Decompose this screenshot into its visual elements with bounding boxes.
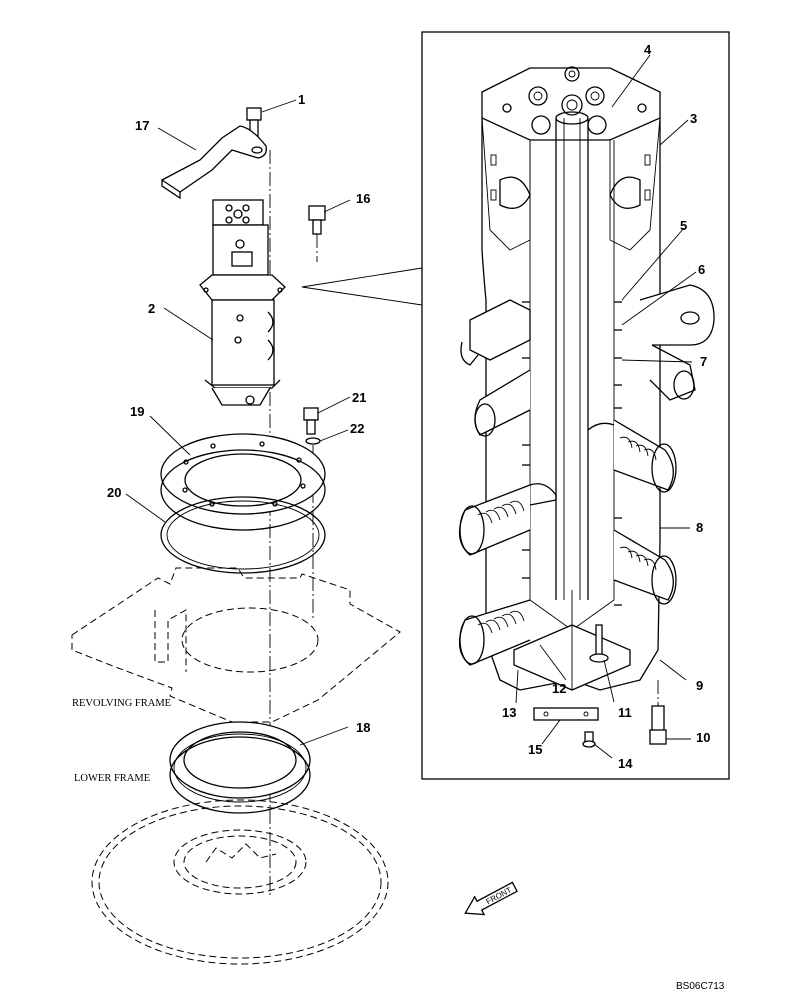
callout-10: 10 xyxy=(696,730,710,745)
callout-1: 1 xyxy=(298,92,305,107)
callout-5: 5 xyxy=(680,218,687,233)
part-14-screw xyxy=(582,731,596,748)
part-1-bolt xyxy=(246,107,262,139)
callout-8: 8 xyxy=(696,520,703,535)
detail-view-frame xyxy=(421,31,730,780)
callout-4: 4 xyxy=(644,42,652,57)
callout-12: 12 xyxy=(552,681,566,696)
drawing-code-label: BS06C713 xyxy=(676,981,725,992)
lower-frame-label: LOWER FRAME xyxy=(74,773,150,784)
part-21-bolt xyxy=(303,407,319,435)
callout-11: 11 xyxy=(618,705,632,720)
callout-17: 17 xyxy=(135,118,149,133)
callout-21: 21 xyxy=(352,390,366,405)
part-19-ring-plate xyxy=(160,433,326,531)
front-direction-arrow: FRONT xyxy=(464,881,518,916)
callout-18: 18 xyxy=(356,720,370,735)
callout-14: 14 xyxy=(618,756,633,771)
callout-15: 15 xyxy=(528,742,542,757)
callout-20: 20 xyxy=(107,485,121,500)
callout-19: 19 xyxy=(130,404,144,419)
callout-7: 7 xyxy=(700,354,707,369)
detail-pointer-lines xyxy=(301,267,423,306)
lower-frame-outline xyxy=(91,799,389,965)
part-18-bearing-ring xyxy=(169,721,311,814)
swivel-body-cutaway xyxy=(458,66,715,691)
callout-22: 22 xyxy=(350,421,364,436)
callout-2: 2 xyxy=(148,301,155,316)
callout-numbers: 1 17 16 2 21 19 22 20 18 4 3 5 6 7 8 9 1… xyxy=(107,42,710,771)
callout-9: 9 xyxy=(696,678,703,693)
part-10-bolt xyxy=(649,680,667,745)
part-20-shim xyxy=(160,496,326,574)
callout-16: 16 xyxy=(356,191,370,206)
part-2-swivel-joint xyxy=(199,199,286,406)
part-16-bolt xyxy=(308,205,326,262)
callout-3: 3 xyxy=(690,111,697,126)
part-17-stopper xyxy=(160,125,267,200)
callout-13: 13 xyxy=(502,705,516,720)
part-15-plate xyxy=(533,707,599,721)
revolving-frame-label: REVOLVING FRAME xyxy=(72,698,171,709)
callout-leaders xyxy=(125,54,697,759)
revolving-frame-outline xyxy=(71,567,401,723)
callout-6: 6 xyxy=(698,262,705,277)
